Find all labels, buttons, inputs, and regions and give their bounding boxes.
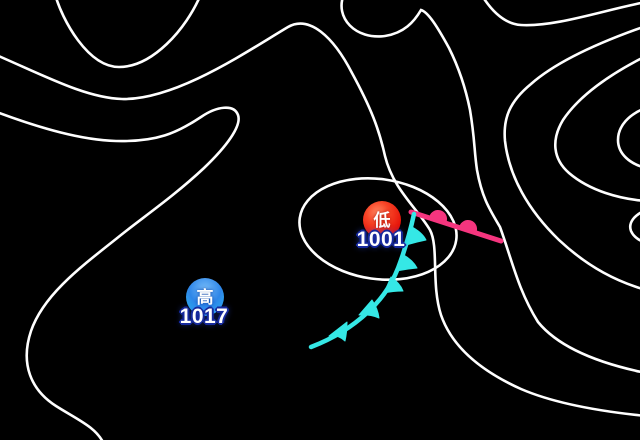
- isobar-low-oval: [298, 176, 458, 282]
- cold-front-triangle: [405, 225, 427, 246]
- isobar-path: [340, 0, 640, 374]
- cold-front-triangle: [358, 299, 380, 319]
- warm-front-semicircle: [459, 219, 478, 232]
- cold-front: [308, 211, 427, 350]
- isobar-path: [616, 109, 640, 168]
- cold-front-triangle: [383, 276, 404, 294]
- cold-front-triangle: [328, 321, 348, 342]
- warm-front-line: [408, 209, 504, 244]
- low-pressure-icon: 低: [363, 201, 401, 239]
- isobar-path: [554, 57, 640, 202]
- cold-front-triangle: [395, 253, 418, 272]
- isobar-path: [483, 0, 640, 27]
- low-pressure-label: 低: [373, 210, 391, 230]
- high-pressure-value: 1017: [179, 305, 229, 328]
- isobar-path: [503, 26, 640, 290]
- isobar-path: [0, 106, 240, 440]
- warm-front: [408, 209, 504, 244]
- low-pressure-value: 1001: [356, 228, 406, 251]
- isobar-path: [0, 22, 640, 417]
- isobar-path: [55, 0, 200, 69]
- high-pressure-icon: 高: [186, 278, 224, 316]
- warm-front-semicircle: [429, 209, 448, 222]
- high-pressure-label: 高: [196, 287, 214, 307]
- isobar-path: [628, 211, 640, 242]
